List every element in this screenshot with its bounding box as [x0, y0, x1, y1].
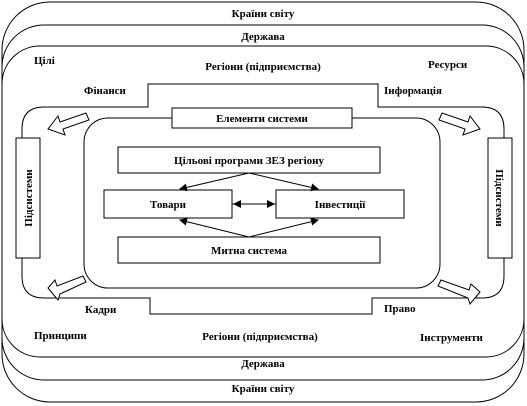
subsystems-box-left [15, 137, 41, 259]
finance-label: Фінанси [84, 85, 127, 97]
system-elements-label: Елементи системи [216, 113, 308, 125]
hollow-arrow-top-left [47, 112, 90, 136]
hollow-arrow-bottom-left [47, 275, 87, 302]
information-label: Інформація [384, 85, 442, 97]
region-label-bottom: Регіони (підприємства) [202, 331, 318, 343]
state-label-bottom: Держава [241, 358, 285, 370]
arrow-programs-to-investments [248, 172, 319, 192]
personnel-label: Кадри [85, 304, 117, 316]
hollow-arrow-top-right [438, 112, 481, 136]
arrow-customs-to-investments [248, 217, 319, 238]
state-label-top: Держава [241, 31, 285, 43]
law-label: Право [384, 303, 416, 315]
world-label-bottom: Країни світу [232, 383, 295, 395]
principles-label: Принципи [34, 330, 87, 342]
goals-label: Цілі [34, 55, 55, 67]
target-programs-label: Цільові програми ЗЕЗ регіону [174, 155, 324, 167]
region-label-top: Регіони (підприємства) [205, 61, 321, 73]
investments-label: Інвестиції [315, 199, 367, 211]
subsystems-label-left: Підсистеми [23, 169, 35, 227]
arrow-customs-to-goods [179, 217, 250, 238]
goods-label: Товари [150, 199, 187, 211]
resources-label: Ресурси [428, 59, 468, 71]
customs-system-box [117, 236, 381, 264]
customs-system-label: Митна система [211, 245, 288, 257]
world-label-top: Країни світу [232, 8, 295, 20]
subsystems-label-right: Підсистеми [493, 169, 505, 227]
goods-box [103, 189, 233, 219]
hollow-arrow-bottom-right [437, 279, 481, 306]
system-elements-box [171, 107, 353, 129]
subsystems-box-right [487, 137, 513, 259]
arrow-programs-to-goods [179, 172, 250, 192]
target-programs-box [117, 146, 381, 174]
instruments-label: Інструменти [420, 332, 483, 344]
